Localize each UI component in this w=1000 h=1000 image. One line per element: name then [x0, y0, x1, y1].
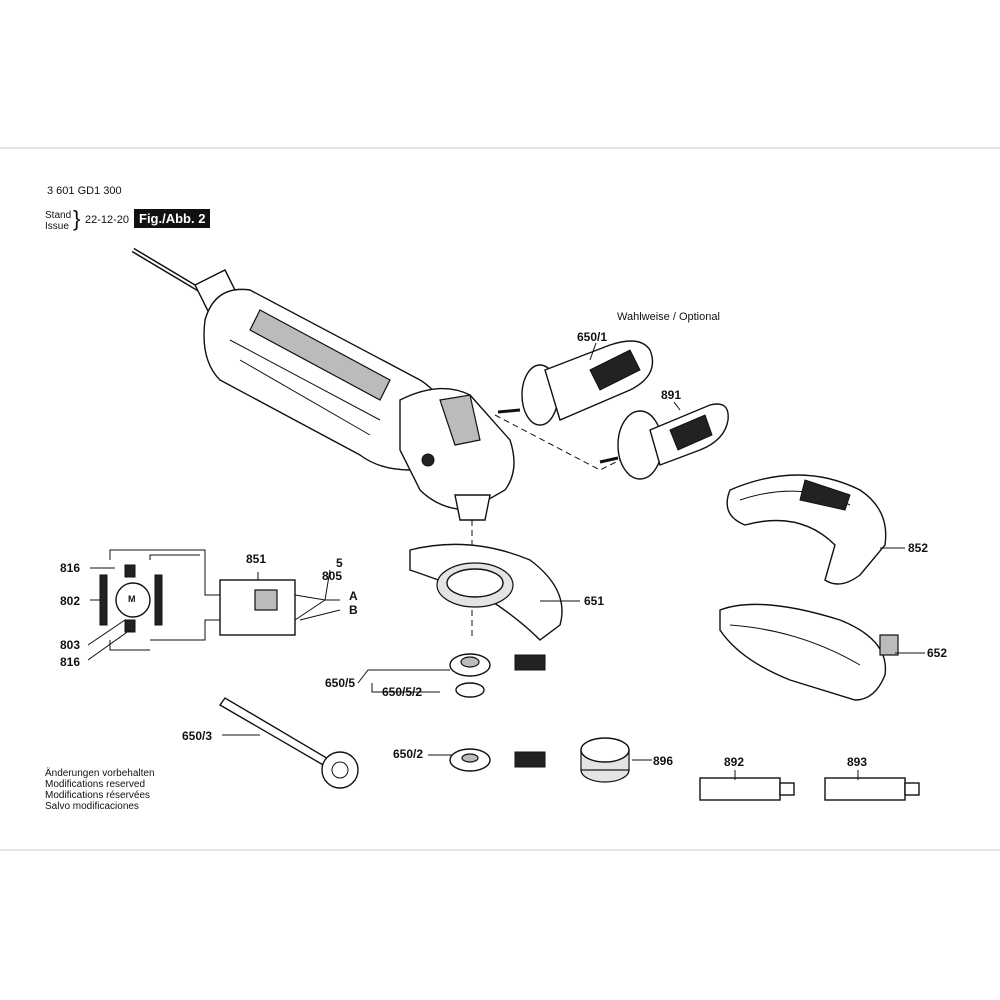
callout-a: A — [349, 589, 358, 603]
guard-651 — [409, 543, 563, 641]
issue-label: Issue — [45, 221, 69, 232]
part-number: 3 601 GD1 300 — [47, 185, 122, 197]
callout-852: 852 — [908, 541, 929, 555]
handle-650-1 — [497, 340, 654, 426]
callout-803: 803 — [60, 638, 81, 652]
figure-badge: Fig./Abb. 2 — [134, 209, 211, 228]
stand-label: Stand — [45, 210, 72, 221]
brace-symbol: } — [73, 206, 81, 231]
note-en: Modifications reserved — [45, 779, 146, 790]
handle-891 — [599, 403, 729, 480]
guard-852 — [726, 474, 887, 585]
callout-805: 805 — [322, 569, 343, 583]
note-es: Salvo modificaciones — [45, 801, 139, 812]
spanner-650-3 — [218, 697, 359, 789]
callout-816-bottom: 816 — [60, 655, 81, 669]
callout-652: 652 — [927, 646, 948, 660]
callout-891: 891 — [661, 388, 682, 402]
callout-650-5: 650/5 — [325, 676, 356, 690]
callout-650-1: 650/1 — [577, 330, 608, 344]
callout-893: 893 — [847, 755, 868, 769]
wiring-diagram — [99, 549, 341, 651]
callout-b: B — [349, 603, 358, 617]
note-fr: Modifications réservées — [45, 790, 151, 801]
callout-651: 651 — [584, 594, 605, 608]
callout-892: 892 — [724, 755, 745, 769]
callout-650-2: 650/2 — [393, 747, 424, 761]
callout-650-5-2: 650/5/2 — [382, 685, 423, 699]
tube-892 — [699, 777, 795, 801]
callout-816-top: 816 — [60, 561, 81, 575]
optional-note: Wahlweise / Optional — [617, 311, 720, 323]
flange-650-2 — [449, 748, 546, 772]
callout-650-3: 650/3 — [182, 729, 213, 743]
motor-symbol: M — [128, 594, 136, 604]
callout-851: 851 — [246, 552, 267, 566]
callout-5: 5 — [336, 556, 343, 570]
tube-893 — [824, 777, 920, 801]
note-de: Änderungen vorbehalten — [45, 768, 155, 779]
angle-grinder-body — [131, 247, 515, 640]
issue-date: 22-12-20 — [85, 214, 130, 226]
quick-nut-896 — [580, 737, 630, 783]
callout-802: 802 — [60, 594, 81, 608]
callout-896: 896 — [653, 754, 674, 768]
guard-652 — [719, 603, 899, 701]
flange-650-5 — [449, 653, 546, 698]
